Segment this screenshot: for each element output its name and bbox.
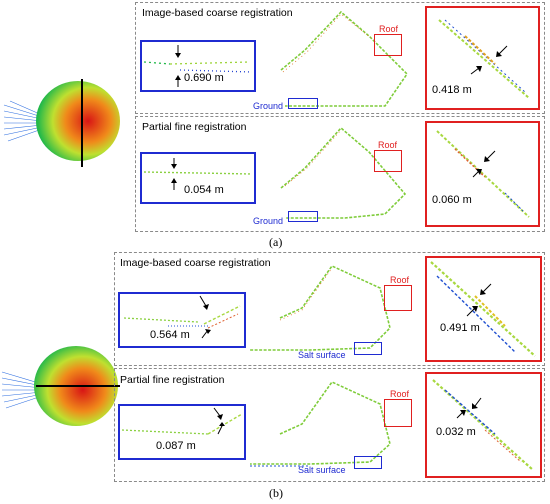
roof-points-a-fine [436,130,530,218]
ground-measure-b-fine: 0.087 m [156,440,196,452]
building-profile-b-coarse [250,264,391,351]
roof-label-b-fine: Roof [390,389,410,399]
ground-measure-b-coarse: 0.564 m [150,329,190,341]
building-profile-b-fine [250,380,391,467]
ground-marker-a-coarse [288,98,318,109]
ground-points-a-coarse [143,45,253,87]
ground-label-a-fine: Ground [253,216,284,226]
figure-a-label: (a) [269,235,283,249]
panel-a-fine-title: Partial fine registration [142,121,247,133]
zoom-ground-b-coarse [118,292,246,348]
roof-marker-b-coarse [384,285,412,311]
building-profile-a-coarse [280,10,409,107]
roof-measure-a-coarse: 0.418 m [432,84,472,96]
roof-measure-b-fine: 0.032 m [436,426,476,438]
scanner-cloud-a [3,79,120,167]
ground-points-a-fine [143,158,253,190]
zoom-ground-b-fine [118,404,246,460]
building-profile-a-fine [280,126,407,219]
roof-points-b-coarse [430,261,536,357]
panel-a-fine [135,116,545,232]
ground-points-b-fine [121,407,243,435]
roof-marker-b-fine [384,399,412,427]
panel-b-coarse [114,252,545,366]
ground-measure-a-fine: 0.054 m [184,184,224,196]
panel-b-fine-title: Partial fine registration [120,374,225,386]
ground-points-b-coarse [123,295,241,339]
roof-label-a-fine: Roof [378,140,398,150]
roof-marker-a-fine [374,150,402,172]
panel-a-coarse-title: Image-based coarse registration [142,7,293,19]
panel-b-fine [114,368,545,482]
roof-points-a-coarse [438,19,530,99]
ground-marker-b-fine [354,456,382,469]
ground-label-b-coarse: Salt surface [298,350,346,360]
scanner-cloud-b [1,346,120,426]
ground-label-a-coarse: Ground [253,101,284,111]
ground-marker-b-coarse [354,342,382,355]
zoom-ground-a-coarse [140,40,256,92]
roof-points-b-fine [432,379,534,471]
panel-b-coarse-title: Image-based coarse registration [120,257,271,269]
ground-marker-a-fine [288,211,318,222]
roof-marker-a-coarse [374,34,402,56]
ground-measure-a-coarse: 0.690 m [184,72,224,84]
zoom-ground-a-fine [140,152,256,204]
ground-label-b-fine: Salt surface [298,465,346,475]
figure-b-label: (b) [269,486,283,500]
roof-label-a-coarse: Roof [379,24,399,34]
panel-a-coarse [135,2,545,114]
roof-label-b-coarse: Roof [390,275,410,285]
roof-measure-a-fine: 0.060 m [432,194,472,206]
roof-measure-b-coarse: 0.491 m [440,322,480,334]
